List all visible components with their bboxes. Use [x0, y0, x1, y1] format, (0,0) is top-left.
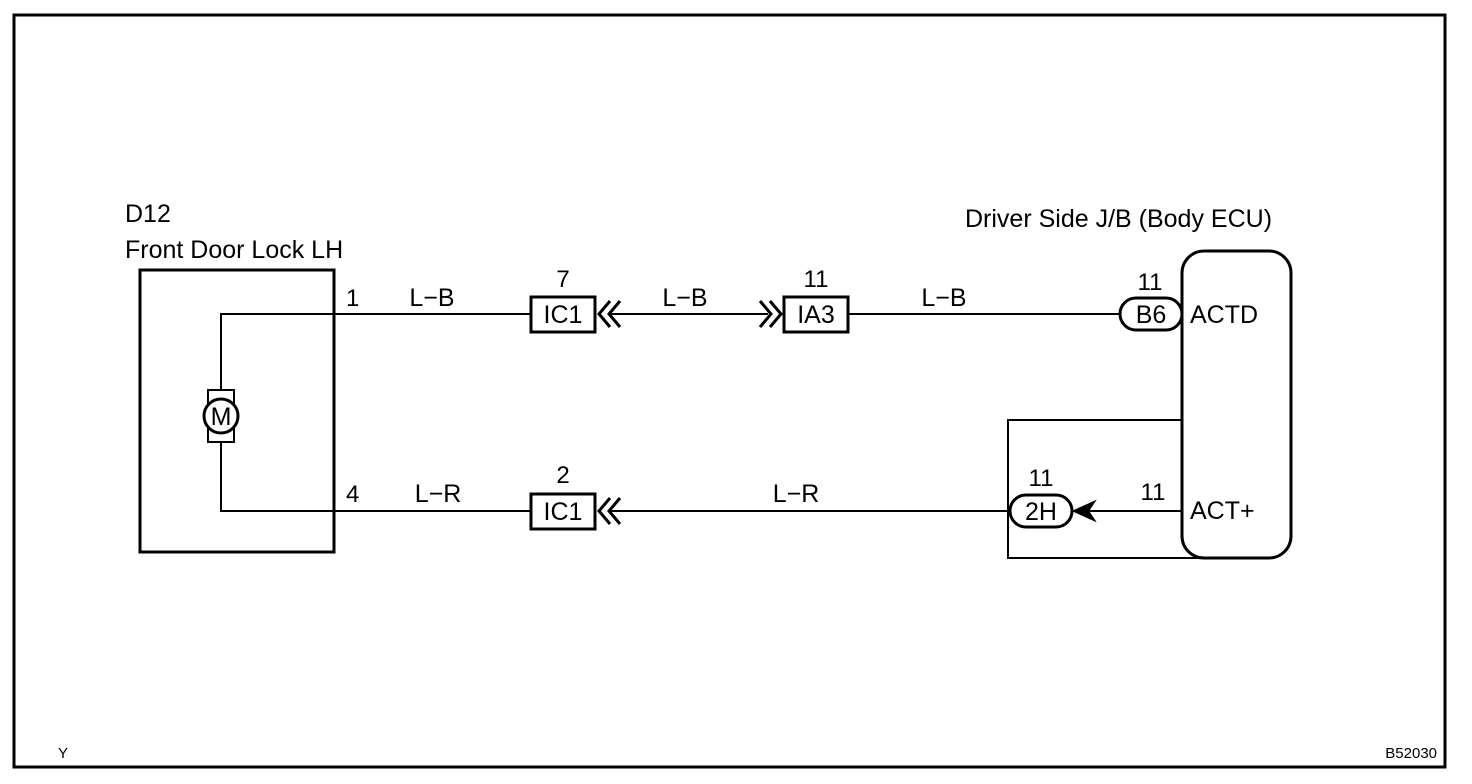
d12-pin-top: 1 [346, 285, 359, 312]
door-lock-box [138, 268, 336, 554]
ecu-terminal-actd: ACTD [1190, 301, 1258, 329]
top-ia3-pin: 11 [804, 266, 829, 293]
motor-wire-bottom [220, 442, 334, 512]
top-ia3-label: IA3 [797, 301, 835, 329]
motor-icon [202, 397, 240, 435]
jb-enclosure [1007, 419, 1200, 559]
b6-connector [1118, 296, 1184, 332]
top-wire-color-3: L−B [921, 284, 966, 312]
top-ic1-connector [529, 295, 597, 334]
d12-code: D12 [125, 200, 171, 228]
bottom-ic1-connector [529, 492, 597, 531]
bottom-wire-color-1: L−R [415, 480, 462, 508]
top-ia3-chevron-icon [758, 300, 783, 328]
bottom-ic1-chevron-icon [597, 497, 622, 525]
ecu-box [1180, 249, 1293, 560]
motor-wire-top [220, 313, 334, 390]
bottom-ic1-label: IC1 [544, 498, 583, 526]
bottom-ic1-pin: 2 [556, 462, 569, 489]
b6-label: B6 [1136, 301, 1167, 329]
bottom-wire-color-2: L−R [773, 480, 820, 508]
d12-pin-bottom: 4 [346, 481, 359, 508]
b6-pin: 11 [1138, 269, 1163, 296]
top-ic1-label: IC1 [544, 301, 583, 329]
actplus-pin: 11 [1141, 479, 1166, 506]
ecu-terminal-actplus: ACT+ [1190, 497, 1255, 525]
footer-figure-code: B52030 [1385, 745, 1437, 762]
2h-label: 2H [1025, 498, 1057, 526]
footer-left-mark: Y [58, 745, 68, 762]
diagram-frame [12, 13, 1447, 769]
motor-label: M [211, 403, 232, 431]
ecu-title: Driver Side J/B (Body ECU) [965, 205, 1272, 233]
top-wire-color-1: L−B [409, 284, 454, 312]
top-ic1-chevron-icon [597, 300, 622, 328]
d12-name: Front Door Lock LH [125, 236, 343, 264]
top-ia3-connector [782, 295, 850, 334]
top-wire-color-2: L−B [662, 284, 707, 312]
2h-pin: 11 [1029, 465, 1054, 492]
top-ic1-pin: 7 [556, 266, 569, 293]
